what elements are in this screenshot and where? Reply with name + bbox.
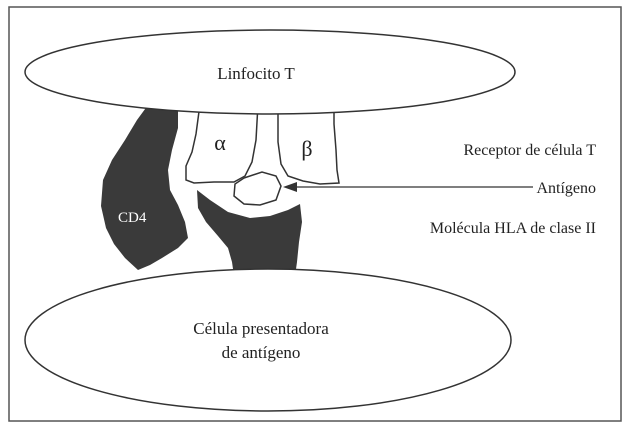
cd4-label: CD4: [118, 210, 147, 226]
antigen-label: Antígeno: [536, 180, 596, 197]
beta-label: β: [301, 136, 312, 161]
receptor-label: Receptor de célula T: [463, 142, 596, 159]
antigen-presenting-cell: [25, 269, 511, 411]
apc-label-line1: Célula presentadora: [193, 319, 329, 338]
hla-label: Molécula HLA de clase II: [430, 220, 596, 237]
alpha-label: α: [214, 130, 226, 155]
t-lymphocyte-label: Linfocito T: [217, 64, 295, 83]
apc-label-line2: de antígeno: [222, 343, 301, 362]
